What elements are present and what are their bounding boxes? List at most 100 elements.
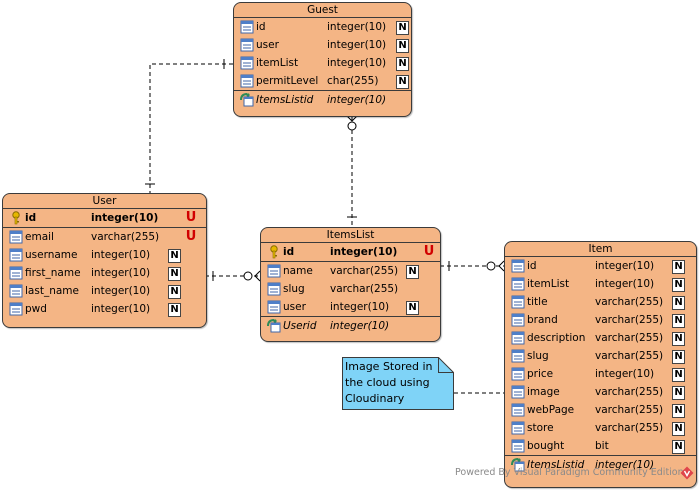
column-name: itemList — [256, 57, 299, 69]
column-type: bit — [595, 440, 609, 452]
column-name: email — [25, 231, 54, 243]
foreign-key-row[interactable]: ItemsListid integer(10) — [234, 90, 411, 109]
column-row[interactable]: first_name integer(10) N — [3, 264, 206, 282]
column-type: integer(10) — [595, 368, 655, 380]
key-icon — [12, 211, 20, 225]
column-row[interactable]: pwd integer(10) N — [3, 300, 206, 318]
column-type: integer(10) — [327, 21, 387, 33]
column-row[interactable]: email varchar(255) U — [3, 228, 206, 246]
column-name: slug — [283, 283, 305, 295]
column-icon — [511, 295, 525, 309]
column-row[interactable]: id integer(10) N — [234, 18, 411, 36]
zero-marker — [347, 121, 357, 131]
column-row[interactable]: slug varchar(255) N — [505, 347, 696, 365]
column-icon — [511, 331, 525, 345]
column-icon — [511, 385, 525, 399]
not-null-badge: N — [168, 249, 181, 263]
column-type: integer(10) — [91, 212, 159, 224]
column-type: char(255) — [327, 75, 379, 87]
column-icon — [240, 56, 254, 70]
primary-key-row[interactable]: id integer(10) U — [3, 209, 206, 228]
unique-badge: U — [185, 229, 197, 244]
column-row[interactable]: username integer(10) N — [3, 246, 206, 264]
column-row[interactable]: price integer(10) N — [505, 365, 696, 383]
foreign-key-icon — [240, 93, 254, 107]
column-row[interactable]: slug varchar(255) — [261, 280, 440, 298]
entity-guest[interactable]: Guest id integer(10) N user integer(10) … — [233, 2, 412, 117]
column-row[interactable]: name varchar(255) N — [261, 262, 440, 280]
column-row[interactable]: user integer(10) N — [234, 36, 411, 54]
column-type: integer(10) — [327, 94, 387, 106]
entity-title: Item — [505, 242, 696, 257]
column-icon — [240, 38, 254, 52]
many-marker — [346, 115, 358, 122]
not-null-badge: N — [672, 278, 685, 292]
column-row[interactable]: permitLevel char(255) N — [234, 72, 411, 90]
entity-user[interactable]: User id integer(10) U email varchar(255)… — [2, 193, 207, 328]
column-row[interactable]: brand varchar(255) N — [505, 311, 696, 329]
column-row[interactable]: id integer(10) N — [505, 257, 696, 275]
column-name: ItemsListid — [527, 459, 585, 471]
column-type: varchar(255) — [595, 386, 664, 398]
entity-title: ItemsList — [261, 228, 440, 243]
column-row[interactable]: itemList integer(10) N — [505, 275, 696, 293]
zero-marker — [243, 271, 253, 281]
column-type: varchar(255) — [330, 283, 399, 295]
column-row[interactable]: webPage varchar(255) N — [505, 401, 696, 419]
column-row[interactable]: last_name integer(10) N — [3, 282, 206, 300]
not-null-badge: N — [396, 75, 409, 89]
column-name: last_name — [25, 285, 79, 297]
foreign-key-icon — [511, 458, 525, 472]
column-name: store — [527, 422, 554, 434]
not-null-badge: N — [168, 267, 181, 281]
column-row[interactable]: store varchar(255) N — [505, 419, 696, 437]
primary-key-row[interactable]: id integer(10) U — [261, 243, 440, 262]
column-icon — [9, 248, 23, 262]
unique-badge: U — [185, 210, 197, 225]
note[interactable]: Image Stored in the cloud using Cloudina… — [342, 357, 454, 410]
entity-title: User — [3, 194, 206, 209]
entity-item[interactable]: Item id integer(10) N itemList integer(1… — [504, 241, 697, 488]
column-name: itemList — [527, 278, 570, 290]
column-type: varchar(255) — [595, 350, 664, 362]
column-icon — [511, 439, 525, 453]
column-name: description — [527, 332, 586, 344]
column-icon — [511, 367, 525, 381]
column-type: integer(10) — [595, 260, 655, 272]
column-name: brand — [527, 314, 558, 326]
column-icon — [9, 284, 23, 298]
entity-title: Guest — [234, 3, 411, 18]
connector-guest-user — [149, 63, 233, 193]
column-icon — [267, 282, 281, 296]
many-marker — [498, 260, 505, 272]
not-null-badge: N — [406, 265, 419, 279]
column-row[interactable]: image varchar(255) N — [505, 383, 696, 401]
column-row[interactable]: user integer(10) N — [261, 298, 440, 316]
column-name: user — [283, 301, 306, 313]
column-name: ItemsListid — [256, 94, 314, 106]
column-name: id — [25, 212, 37, 224]
foreign-key-row[interactable]: Userid integer(10) — [261, 316, 440, 335]
note-line: Cloudinary — [345, 392, 405, 405]
column-row[interactable]: description varchar(255) N — [505, 329, 696, 347]
column-icon — [267, 300, 281, 314]
many-marker — [254, 270, 261, 282]
not-null-badge: N — [672, 404, 685, 418]
note-line: Image Stored in — [345, 360, 433, 373]
not-null-badge: N — [672, 422, 685, 436]
column-row[interactable]: bought bit N — [505, 437, 696, 455]
note-shape — [342, 357, 454, 410]
foreign-key-row[interactable]: ItemsListid integer(10) — [505, 455, 696, 474]
column-icon — [511, 277, 525, 291]
not-null-badge: N — [396, 21, 409, 35]
entity-itemslist[interactable]: ItemsList id integer(10) U name varchar(… — [260, 227, 441, 342]
not-null-badge: N — [672, 386, 685, 400]
column-name: permitLevel — [256, 75, 319, 87]
column-name: username — [25, 249, 78, 261]
visual-paradigm-logo-icon — [680, 466, 694, 480]
not-null-badge: N — [672, 350, 685, 364]
column-row[interactable]: itemList integer(10) N — [234, 54, 411, 72]
column-row[interactable]: title varchar(255) N — [505, 293, 696, 311]
column-type: integer(10) — [91, 249, 151, 261]
note-text: Image Stored in the cloud using Cloudina… — [345, 359, 441, 407]
